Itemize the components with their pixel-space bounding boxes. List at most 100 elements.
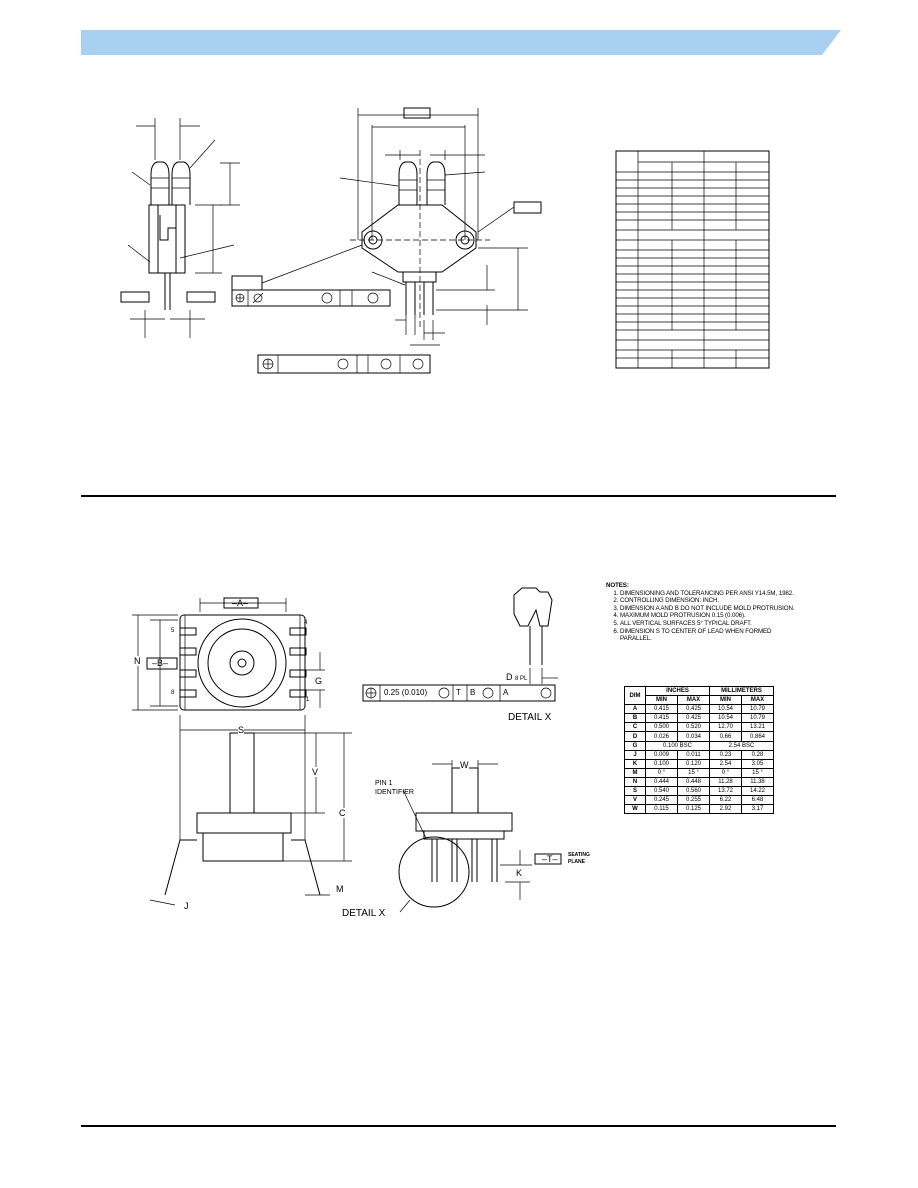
dim-label-a: –A–: [232, 598, 249, 608]
cell-mm-max: 15 °: [741, 767, 774, 778]
cell-dim: C: [624, 722, 646, 733]
cell-mm-min: 10.54: [709, 704, 742, 715]
dim-label-g: G: [315, 676, 323, 686]
pin-label-5: 5: [171, 628, 175, 634]
datum-t: –T–: [542, 854, 558, 864]
section-divider: [81, 495, 836, 497]
detail-x-callout: DETAIL X: [342, 908, 386, 919]
cell-mm-max: 3.17: [741, 804, 774, 815]
cell-in-max: 0.560: [677, 786, 710, 797]
cell-in-min: 0.026: [645, 731, 678, 742]
cell-in-max: 0.255: [677, 795, 710, 806]
cell-in-max: 0.520: [677, 722, 710, 733]
cell-mm-span: 2.54 BSC: [709, 740, 774, 751]
tolerance-datum-b: B: [470, 688, 476, 697]
dim-label-j: J: [184, 901, 189, 911]
detail-x-label: DETAIL X: [508, 712, 552, 723]
empty-table-rows: [616, 171, 769, 359]
cell-dim: K: [624, 758, 646, 769]
pin1-label: PIN 1: [375, 780, 393, 787]
cell-in-min: 0.245: [645, 795, 678, 806]
cell-mm-max: 0.28: [741, 749, 774, 760]
dim-d-suffix: 8 PL: [515, 676, 528, 682]
dim-letter-b: B: [157, 658, 164, 668]
dim-label-w: W: [460, 760, 469, 770]
tolerance-datum-t: T: [456, 688, 461, 697]
th-mm-min: MIN: [709, 695, 742, 706]
th-dim: DIM: [624, 685, 646, 706]
cell-mm-min: 2.92: [709, 804, 742, 815]
tolerance-datum-a: A: [503, 688, 509, 697]
cell-in-min: 0.444: [645, 776, 678, 788]
notes-list: DIMENSIONING AND TOLERANCING PER ANSI Y1…: [606, 590, 796, 643]
dim-letter-a: A: [237, 598, 244, 608]
note-item: ALL VERTICAL SURFACES 5° TYPICAL DRAFT.: [620, 620, 796, 628]
header-band: [81, 30, 841, 55]
th-mm-max: MAX: [741, 695, 774, 706]
dim-label-k: K: [516, 868, 523, 878]
cell-in-min: 0.009: [645, 749, 678, 760]
dim-label-d: D 8 PL: [506, 672, 527, 682]
dim-label-c: C: [339, 808, 346, 818]
cell-dim: D: [624, 731, 646, 742]
cell-mm-min: 12.70: [709, 722, 742, 733]
cell-in-min: 0.115: [645, 804, 678, 815]
cell-mm-max: 14.22: [741, 786, 774, 797]
cell-dim: W: [624, 804, 646, 815]
cell-dim: B: [624, 713, 646, 724]
cell-mm-min: 10.54: [709, 713, 742, 724]
cell-in-max: 0.120: [677, 758, 710, 769]
cell-mm-max: 13.21: [741, 722, 774, 733]
pin-label-4: 4: [304, 620, 308, 626]
cell-in-min: 0.540: [645, 786, 678, 797]
dim-letter-d: D: [506, 672, 513, 682]
cell-in-max: 0.125: [677, 804, 710, 815]
dim-label-v: V: [312, 767, 319, 777]
cell-in-max: 0.425: [677, 713, 710, 724]
cell-in-span: 0.100 BSC: [645, 740, 710, 751]
cell-in-min: 0.415: [645, 713, 678, 724]
dim-label-m: M: [336, 884, 344, 894]
th-inches: INCHES: [645, 685, 710, 697]
th-in-max: MAX: [677, 695, 710, 706]
seating-label: SEATING: [568, 852, 590, 858]
cell-mm-max: 0.864: [741, 731, 774, 742]
cell-mm-min: 6.22: [709, 795, 742, 806]
detail-leads: [431, 839, 498, 882]
note-item: CONTROLLING DIMENSION: INCH.: [620, 597, 796, 605]
lead-stubs: [179, 627, 307, 698]
cell-mm-min: 2.54: [709, 758, 742, 769]
cell-in-max: 15 °: [677, 767, 710, 778]
cell-in-max: 0.011: [677, 749, 710, 760]
cell-mm-max: 3.05: [741, 758, 774, 769]
notes-heading: NOTES:: [606, 582, 629, 589]
datum-t-letter: T: [547, 854, 553, 864]
plane-label: PLANE: [568, 859, 585, 865]
cell-dim: V: [624, 795, 646, 806]
cell-dim: G: [624, 740, 646, 751]
top-side-view-drawing: [120, 107, 770, 374]
cell-in-min: 0.500: [645, 722, 678, 733]
cell-in-min: 0 °: [645, 767, 678, 778]
note-item: DIMENSION S TO CENTER OF LEAD WHEN FORME…: [620, 628, 796, 643]
th-in-min: MIN: [645, 695, 678, 706]
cell-mm-min: 0.66: [709, 731, 742, 742]
cell-mm-min: 11.28: [709, 776, 742, 788]
notes-block: NOTES: DIMENSIONING AND TOLERANCING PER …: [606, 582, 796, 643]
dim-label-b: –B–: [152, 658, 169, 668]
th-mm: MILLIMETERS: [709, 685, 774, 697]
